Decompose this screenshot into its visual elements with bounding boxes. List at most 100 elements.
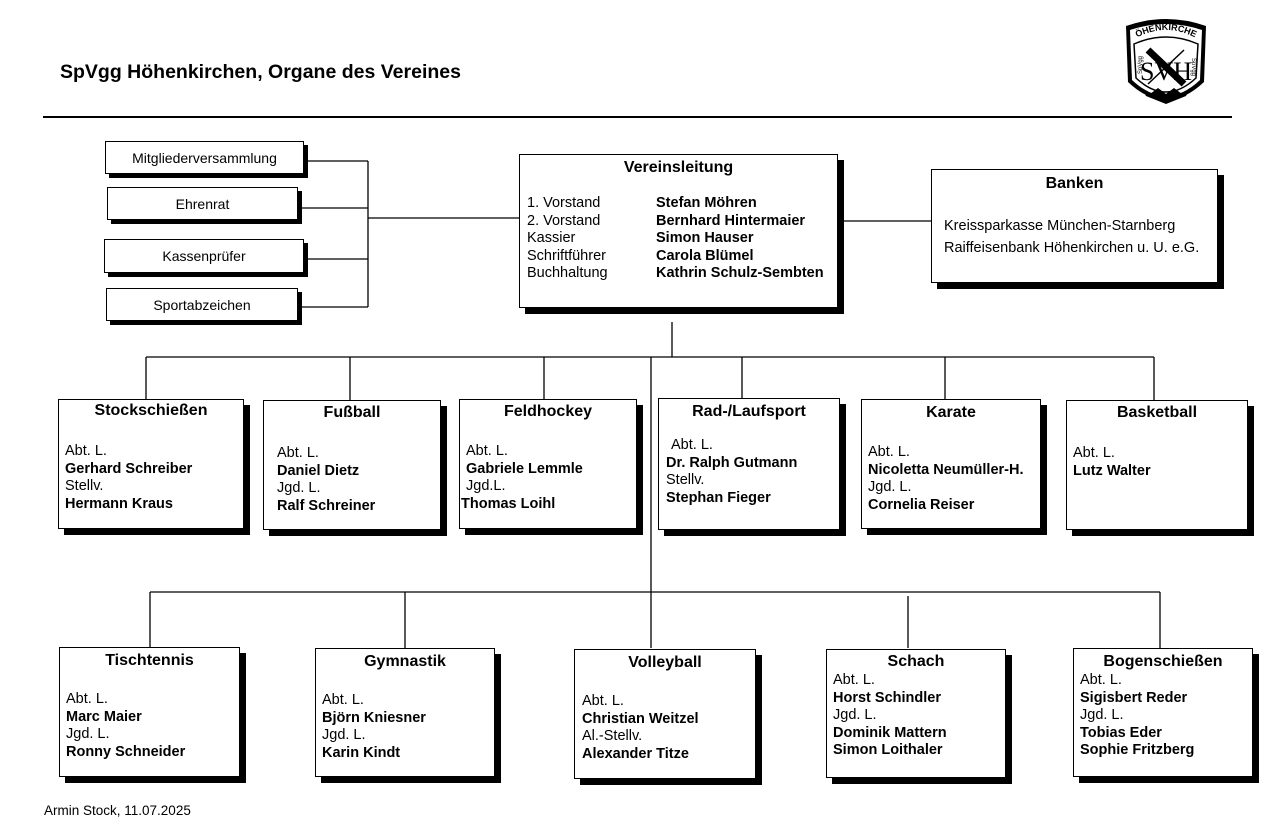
banken-list: Kreissparkasse München-Starnberg Raiffei… xyxy=(944,215,1199,259)
member-name: Sigisbert Reder xyxy=(1080,689,1188,706)
member-name: Nicoletta Neumüller-H. xyxy=(868,461,1024,478)
dept-karate: Karate Abt. L. Nicoletta Neumüller-H. Jg… xyxy=(861,399,1041,529)
member-name: Thomas Loihl xyxy=(461,495,556,512)
member-name: Carola Blümel xyxy=(656,247,754,264)
vereinsleitung-box: Vereinsleitung 1. Vorstand Stefan Möhren … xyxy=(519,154,838,308)
dept-gymnastik: Gymnastik Abt. L. Björn Kniesner Jgd. L.… xyxy=(315,648,495,777)
member-name: Gabriele Lemmle xyxy=(466,460,583,477)
member-name: Simon Hauser xyxy=(656,230,754,246)
kassenpruefer-box: Kassenprüfer xyxy=(104,239,304,273)
dept-members: Abt. L. Dr. Ralph Gutmann Stellv. Stepha… xyxy=(666,437,797,507)
bank-line: Kreissparkasse München-Starnberg xyxy=(944,218,1176,234)
role-label: Jgd.L. xyxy=(466,478,506,494)
member-name: Stephan Fieger xyxy=(666,489,771,506)
role-label: Al.-Stellv. xyxy=(582,728,643,744)
member-name: Horst Schindler xyxy=(833,689,941,706)
dept-members: Abt. L. Daniel Dietz Jgd. L. Ralf Schrei… xyxy=(277,445,375,515)
dept-members: Abt. L. Gerhard Schreiber Stellv. Herman… xyxy=(65,443,192,513)
role-label: Jgd. L. xyxy=(277,480,321,496)
page-title: SpVgg Höhenkirchen, Organe des Vereines xyxy=(60,61,461,83)
dept-title: Karate xyxy=(926,404,976,421)
dept-feldhockey: Feldhockey Abt. L. Gabriele Lemmle Jgd.L… xyxy=(459,399,637,529)
role-label: Abt. L. xyxy=(66,691,108,707)
sportabzeichen-box: Sportabzeichen xyxy=(106,288,298,321)
member-name: Sophie Fritzberg xyxy=(1080,742,1195,758)
mitgliederversammlung-box: Mitgliederversammlung xyxy=(105,141,304,174)
member-name: Dominik Mattern xyxy=(833,724,947,741)
role-label: Abt. L. xyxy=(322,692,364,708)
role-label: Kassier xyxy=(527,230,576,246)
role-label: Jgd. L. xyxy=(66,726,110,742)
dept-schach: Schach Abt. L. Horst Schindler Jgd. L. D… xyxy=(826,649,1006,778)
banken-title: Banken xyxy=(1045,175,1104,192)
ehrenrat-box: Ehrenrat xyxy=(107,187,298,220)
dept-title: Gymnastik xyxy=(364,653,446,670)
role-label: Abt. L. xyxy=(833,672,875,688)
member-name: Lutz Walter xyxy=(1073,462,1151,479)
dept-title: Bogenschießen xyxy=(1103,653,1223,670)
dept-members: Abt. L. Björn Kniesner Jgd. L. Karin Kin… xyxy=(322,692,426,762)
role-label: Schriftführer xyxy=(527,247,606,264)
member-name: Dr. Ralph Gutmann xyxy=(666,454,798,471)
member-name: Hermann Kraus xyxy=(65,495,173,512)
dept-title: Tischtennis xyxy=(105,652,194,669)
footer-author-date: Armin Stock, 11.07.2025 xyxy=(44,803,191,818)
bank-line: Raiffeisenbank Höhenkirchen u. U. e.G. xyxy=(944,240,1200,256)
member-name: Kathrin Schulz-Sembten xyxy=(656,265,824,281)
dept-members: Abt. L. Sigisbert Reder Jgd. L. Tobias E… xyxy=(1080,672,1194,760)
member-name: Marc Maier xyxy=(66,708,142,725)
role-label: Abt. L. xyxy=(671,437,713,453)
role-label: Jgd. L. xyxy=(322,727,366,743)
member-name: Daniel Dietz xyxy=(277,462,360,479)
member-name: Tobias Eder xyxy=(1080,724,1162,741)
member-name: Bernhard Hintermaier xyxy=(656,212,806,229)
member-name: Ralf Schreiner xyxy=(277,497,376,514)
dept-members: Abt. L. Lutz Walter xyxy=(1073,445,1151,480)
dept-rad-laufsport: Rad-/Laufsport Abt. L. Dr. Ralph Gutmann… xyxy=(658,398,840,530)
dept-members: Abt. L. Christian Weitzel Al.-Stellv. Al… xyxy=(582,693,699,763)
dept-title: Rad-/Laufsport xyxy=(692,403,806,420)
role-label: 2. Vorstand xyxy=(527,212,601,229)
dept-bogenschiessen: Bogenschießen Abt. L. Sigisbert Reder Jg… xyxy=(1073,648,1253,777)
vereinsleitung-title: Vereinsleitung xyxy=(623,159,734,176)
dept-title: Feldhockey xyxy=(503,403,593,420)
role-label: Abt. L. xyxy=(277,445,319,461)
member-name: Björn Kniesner xyxy=(322,709,426,726)
role-label: Buchhaltung xyxy=(527,265,608,281)
dept-members: Abt. L. Horst Schindler Jgd. L. Dominik … xyxy=(833,672,947,760)
member-name: Cornelia Reiser xyxy=(868,496,975,513)
dept-volleyball: Volleyball Abt. L. Christian Weitzel Al.… xyxy=(574,649,756,779)
dept-stockschiessen: Stockschießen Abt. L. Gerhard Schreiber … xyxy=(58,399,244,529)
role-label: Jgd. L. xyxy=(1080,707,1124,723)
kassenpruefer-label: Kassenprüfer xyxy=(162,248,246,264)
member-name: Gerhard Schreiber xyxy=(65,460,193,477)
role-label: Abt. L. xyxy=(1080,672,1122,688)
member-name: Simon Loithaler xyxy=(833,742,943,758)
dept-title: Stockschießen xyxy=(94,402,208,419)
role-label: Jgd. L. xyxy=(868,479,912,495)
role-label: Stellv. xyxy=(65,478,104,494)
dept-title: Basketball xyxy=(1116,404,1198,421)
title-divider xyxy=(43,116,1232,118)
vereinsleitung-members: 1. Vorstand Stefan Möhren 2. Vorstand Bern… xyxy=(527,195,824,283)
sportabzeichen-label: Sportabzeichen xyxy=(153,296,251,313)
banken-box: Banken Kreissparkasse München-Starnberg … xyxy=(931,169,1218,283)
member-name: Ronny Schneider xyxy=(66,743,186,760)
dept-members: Abt. L. Gabriele Lemmle Jgd.L. Thomas Lo… xyxy=(461,443,583,513)
svg-text:SpVgg: SpVgg xyxy=(1190,58,1196,76)
dept-title: Fußball xyxy=(323,404,381,421)
role-label: Abt. L. xyxy=(466,443,508,459)
mitgliederversammlung-label: Mitgliederversammlung xyxy=(132,149,277,166)
role-label: Abt. L. xyxy=(65,443,107,459)
role-label: Stellv. xyxy=(666,472,705,488)
role-label: 1. Vorstand xyxy=(527,195,601,211)
role-label: Jgd. L. xyxy=(833,707,877,723)
dept-members: Abt. L. Marc Maier Jgd. L. Ronny Schneid… xyxy=(66,691,185,761)
member-name: Stefan Möhren xyxy=(656,195,757,211)
role-label: Abt. L. xyxy=(1073,445,1115,461)
dept-title: Volleyball xyxy=(628,654,702,671)
svg-text:SpVgg: SpVgg xyxy=(1138,56,1144,74)
role-label: Abt. L. xyxy=(868,444,910,460)
club-logo: HÖHENKIRCHEN SVH SpVgg SpVgg xyxy=(1116,14,1206,104)
